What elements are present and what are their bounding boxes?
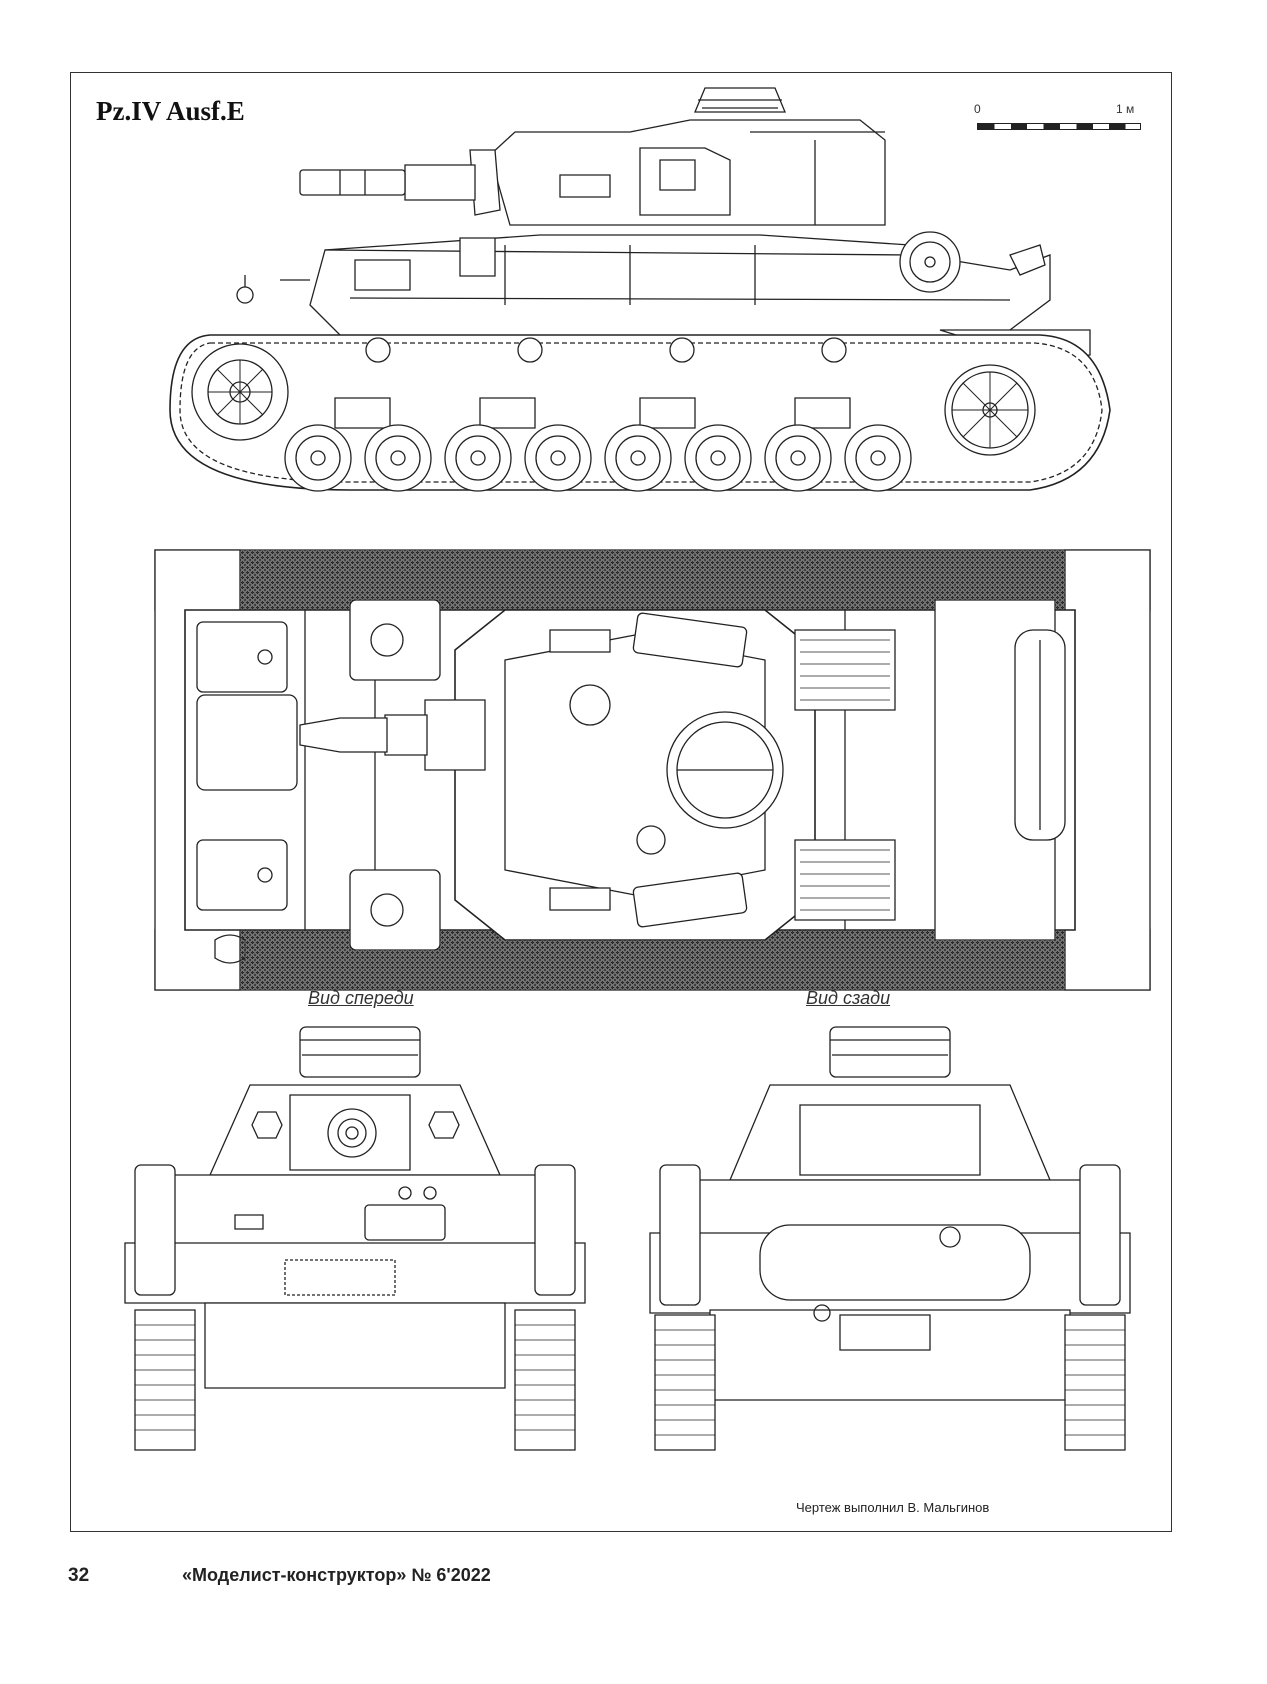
scale-end-label: 1 м <box>1116 102 1135 116</box>
journal-title: «Моделист-конструктор» № 6'2022 <box>182 1565 491 1585</box>
scale-ruler <box>977 123 1141 130</box>
scale-start-label: 0 <box>974 102 981 116</box>
scale-bar: 0 1 м <box>970 100 1148 140</box>
drawing-credit: Чертеж выполнил В. Мальгинов <box>796 1500 990 1515</box>
page-number: 32 <box>68 1565 90 1586</box>
front-view-label: Вид спереди <box>308 988 414 1008</box>
drawing-title: Pz.IV Ausf.E <box>96 96 245 126</box>
rear-view-label: Вид сзади <box>806 988 891 1008</box>
rear-view-drawing <box>650 1015 1140 1495</box>
drawing-frame <box>70 72 1172 1532</box>
side-view-drawing <box>150 80 1150 540</box>
front-view-drawing <box>120 1015 600 1495</box>
top-view-drawing <box>155 540 1150 1020</box>
